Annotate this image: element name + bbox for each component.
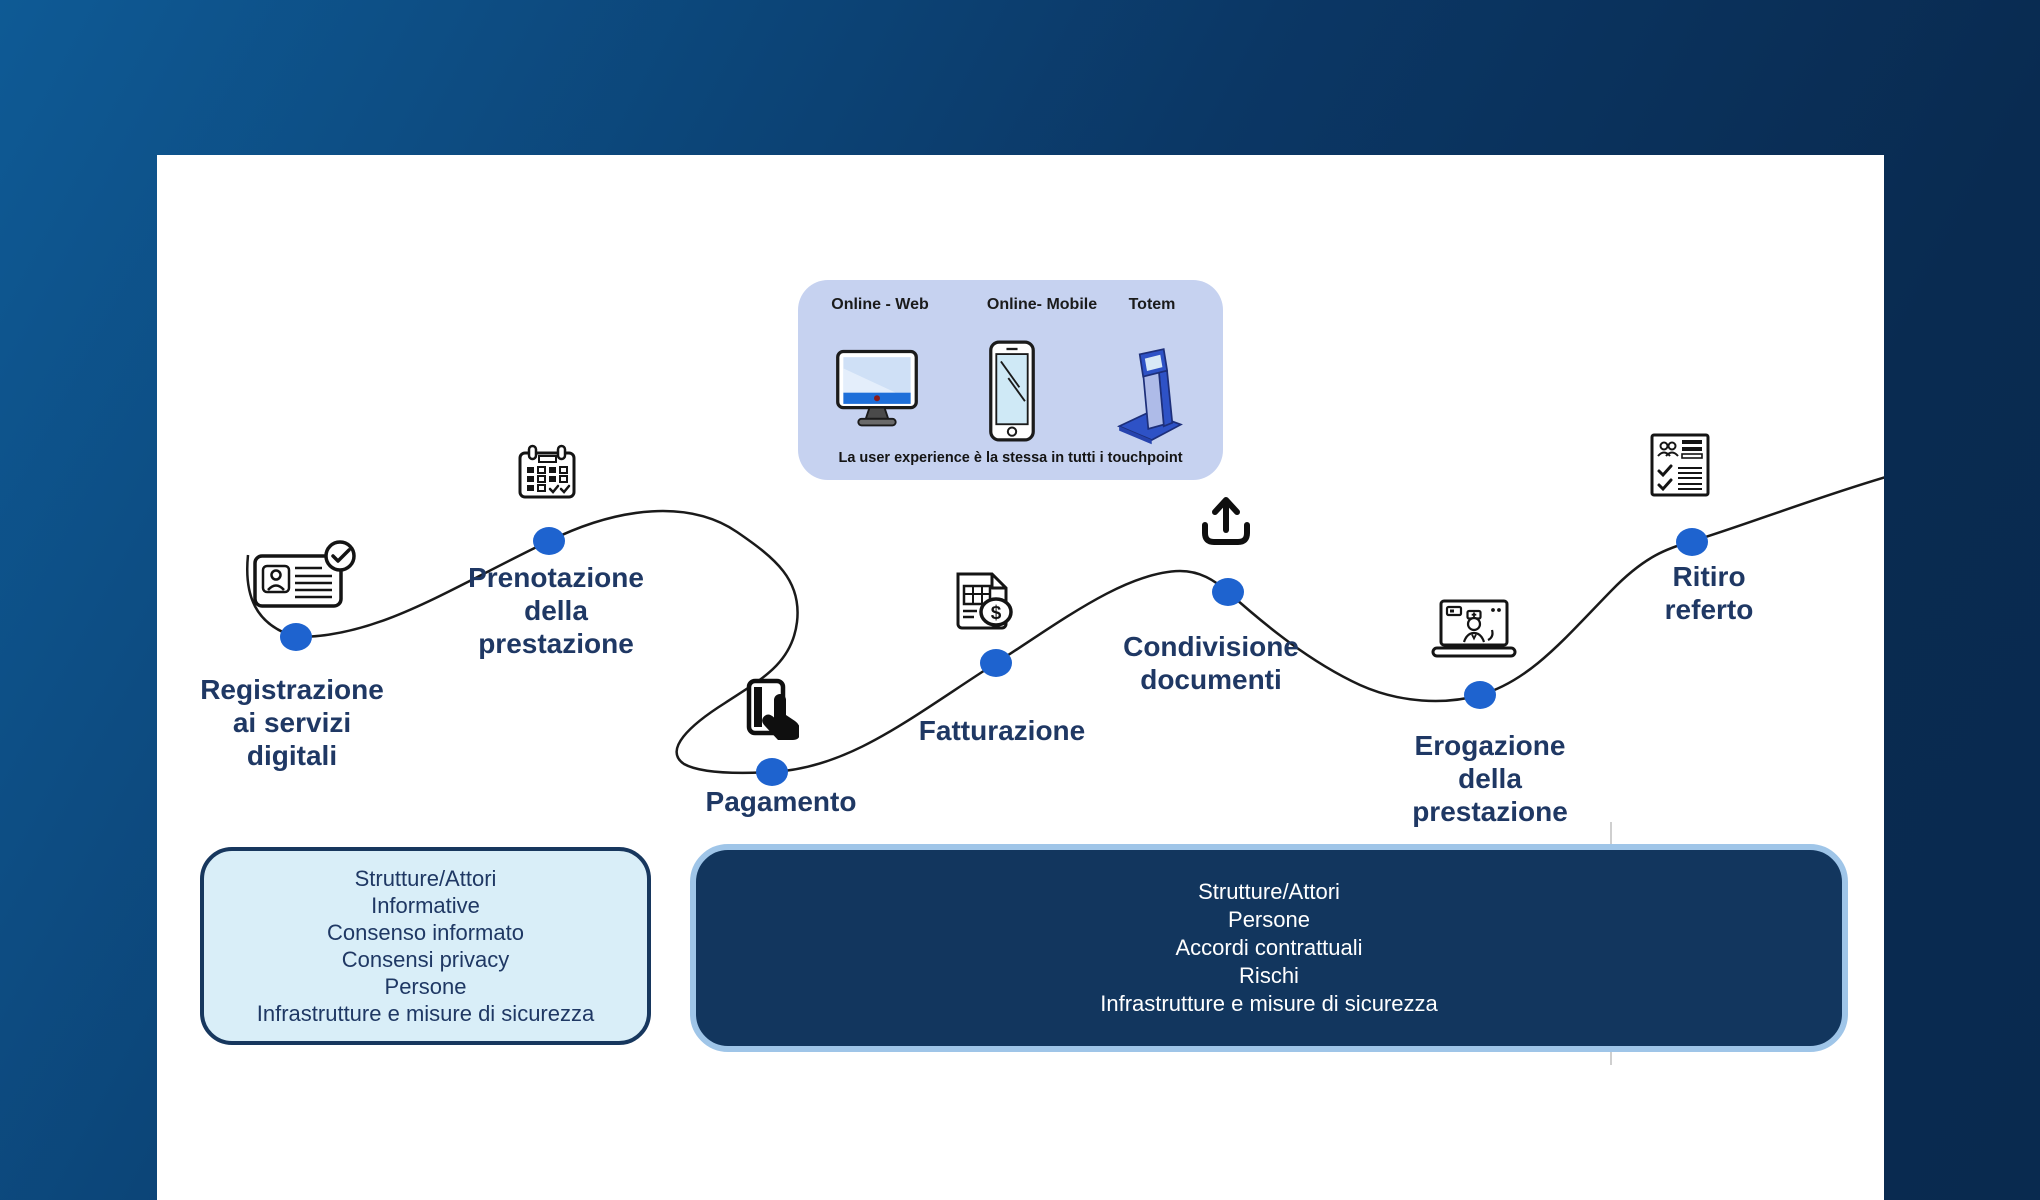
list-item: Infrastrutture e misure di sicurezza	[256, 1001, 595, 1026]
channel-label-totem: Totem	[1128, 296, 1176, 313]
list-item: Persone	[1228, 907, 1310, 932]
list-item: Consensi privacy	[341, 947, 510, 972]
step-label-fatturazione: Fatturazione	[918, 715, 1086, 746]
list-item: Consenso informato	[327, 920, 524, 945]
id-card-check-icon	[253, 540, 356, 608]
step-label-ritiro: Ritiro referto	[1664, 561, 1754, 625]
step-label-condivisione: Condivisione documenti	[1123, 631, 1299, 695]
list-item: Persone	[384, 974, 467, 999]
milestone-dot-ritiro	[1676, 528, 1708, 556]
list-item: Informative	[371, 893, 480, 918]
milestone-dot-fatturazione	[980, 649, 1012, 677]
desktop-monitor-icon	[836, 349, 918, 427]
journey-path	[246, 476, 1884, 775]
invoice-icon: $	[956, 572, 1013, 630]
list-item: Accordi contrattuali	[1175, 935, 1363, 960]
milestone-dot-erogazione	[1464, 681, 1496, 709]
step-label-pagamento: Pagamento	[705, 786, 857, 817]
milestone-dots	[280, 527, 1708, 786]
touchpoints-panel: Online - Web Online- Mobile Totem	[798, 280, 1223, 480]
upload-icon	[1202, 497, 1250, 545]
list-item: Rischi	[1239, 963, 1299, 988]
medical-report-icon	[1650, 433, 1710, 497]
provider-requirements-box: Strutture/Attori Persone Accordi contrat…	[690, 844, 1848, 1052]
milestone-dot-pagamento	[756, 758, 788, 786]
journey-curve	[246, 476, 1884, 786]
card-payment-icon	[746, 678, 799, 740]
step-label-prenotazione: Prenotazione della prestazione	[468, 562, 644, 659]
list-item: Infrastrutture e misure di sicurezza	[1100, 991, 1438, 1016]
telemedicine-laptop-icon	[1431, 599, 1517, 658]
svg-text:$: $	[991, 603, 1002, 624]
kiosk-totem-icon	[1117, 348, 1183, 445]
touchpoints-caption: La user experience è la stessa in tutti …	[838, 450, 1183, 466]
step-label-erogazione: Erogazione della prestazione	[1412, 730, 1568, 827]
list-item: Strutture/Attori	[354, 866, 497, 891]
step-label-registrazione: Registrazione ai servizi digitali	[200, 674, 384, 771]
milestone-dot-prenotazione	[533, 527, 565, 555]
slide-canvas: Online - Web Online- Mobile Totem	[157, 155, 1884, 1200]
milestone-dot-registrazione	[280, 623, 312, 651]
list-item: Strutture/Attori	[1198, 879, 1340, 904]
patient-requirements-box: Strutture/Attori Informative Consenso in…	[200, 847, 651, 1045]
smartphone-icon	[989, 340, 1035, 442]
channel-label-web: Online - Web	[831, 296, 929, 313]
calendar-icon	[518, 444, 576, 499]
channel-label-mobile: Online- Mobile	[986, 296, 1098, 313]
milestone-dot-condivisione	[1212, 578, 1244, 606]
